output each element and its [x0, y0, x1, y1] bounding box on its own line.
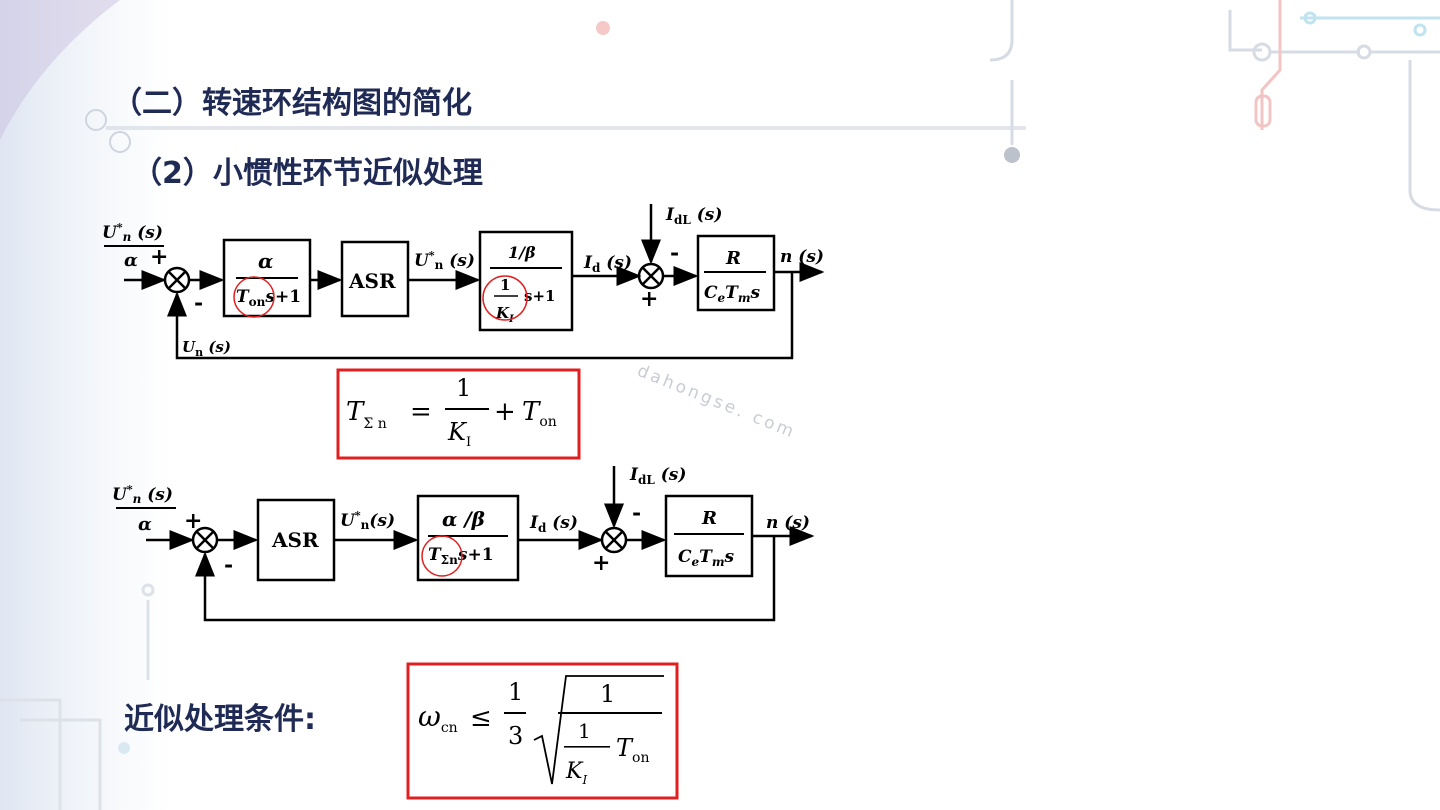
- d1-disturb: IdL (s): [665, 205, 722, 227]
- d2-highlight-tsigma: [421, 535, 463, 577]
- d1-current-den-tail: s+1: [524, 287, 555, 305]
- svg-text:Ton: Ton: [616, 734, 649, 766]
- d1-input-num: U*n (s): [102, 221, 163, 244]
- svg-text:≤: ≤: [470, 703, 492, 733]
- d1-filter-den: Tons+1: [236, 287, 301, 309]
- d1-signal-id: Id (s): [583, 253, 632, 275]
- d1-motor-den: CeTms: [704, 283, 761, 305]
- section-title: （二）转速环结构图的简化: [112, 86, 472, 121]
- d2-asr-label: ASR: [271, 528, 319, 552]
- d2-plus2: +: [592, 550, 610, 576]
- formula-1: TΣ n = 1 KI + Ton: [336, 368, 581, 460]
- d1-current-den-bot: KI: [495, 304, 514, 325]
- svg-text:1: 1: [578, 719, 591, 743]
- diagram-2: U*n (s) α + - ASR U*n(s) α /β TΣns+1 Id …: [112, 465, 815, 622]
- d1-plus2: +: [640, 286, 658, 312]
- d1-current-block: [478, 230, 574, 332]
- svg-text:TΣ n: TΣ n: [346, 397, 387, 432]
- d1-feedback-label: Un (s): [182, 338, 231, 359]
- d2-signal-id: Id (s): [529, 513, 578, 535]
- d2-motor-den: CeTms: [678, 547, 735, 569]
- d1-output: n (s): [780, 247, 824, 267]
- diagram-1: U*n (s) α + - α Tons+1 ASR U*n (s) 1/β 1…: [102, 204, 825, 360]
- d1-motor-num: R: [725, 248, 741, 269]
- d2-plus: +: [184, 508, 202, 534]
- d2-feedback-path: [195, 536, 776, 622]
- d2-input-num: U*n (s): [112, 483, 173, 506]
- d2-input-den: α: [138, 514, 152, 535]
- svg-text:KI: KI: [447, 418, 471, 450]
- d1-current-num: 1/β: [508, 243, 536, 262]
- d2-minus2: -: [632, 500, 641, 526]
- d2-minus: -: [224, 552, 233, 578]
- d1-plus: +: [150, 244, 168, 270]
- d1-input-den: α: [124, 250, 138, 271]
- d2-block: [416, 494, 520, 582]
- d1-signal-unstar: U*n (s): [414, 249, 475, 272]
- svg-text:1: 1: [600, 680, 615, 708]
- svg-text:KI: KI: [565, 759, 587, 787]
- svg-text:=: =: [410, 397, 432, 427]
- d1-minus2: -: [670, 240, 679, 266]
- condition-label: 近似处理条件:: [124, 702, 316, 737]
- d1-current-den-top: 1: [500, 276, 510, 294]
- d2-block-num: α /β: [442, 507, 485, 531]
- svg-text:Ton: Ton: [522, 397, 557, 430]
- svg-text:3: 3: [508, 722, 523, 750]
- svg-text:1: 1: [456, 374, 471, 402]
- d1-highlight-ki: [482, 275, 528, 321]
- d1-minus: -: [194, 290, 203, 316]
- svg-text:+: +: [494, 397, 516, 427]
- svg-text:ωcn: ωcn: [418, 700, 458, 736]
- formula-2: ωcn ≤ 1 3 1 1 KI Ton: [406, 662, 679, 800]
- d1-feedback-path: [167, 272, 794, 360]
- d1-filter-block: [222, 238, 312, 318]
- d2-motor-num: R: [701, 508, 717, 529]
- d1-filter-num: α: [258, 249, 273, 273]
- d2-output: n (s): [766, 513, 810, 533]
- d1-highlight-ton: [233, 276, 275, 318]
- d2-disturb: IdL (s): [629, 465, 686, 487]
- svg-text:1: 1: [508, 678, 523, 706]
- d1-asr-label: ASR: [348, 269, 396, 293]
- subsection-title: （2）小惯性环节近似处理: [132, 156, 483, 191]
- d2-signal-unstar: U*n(s): [340, 509, 395, 532]
